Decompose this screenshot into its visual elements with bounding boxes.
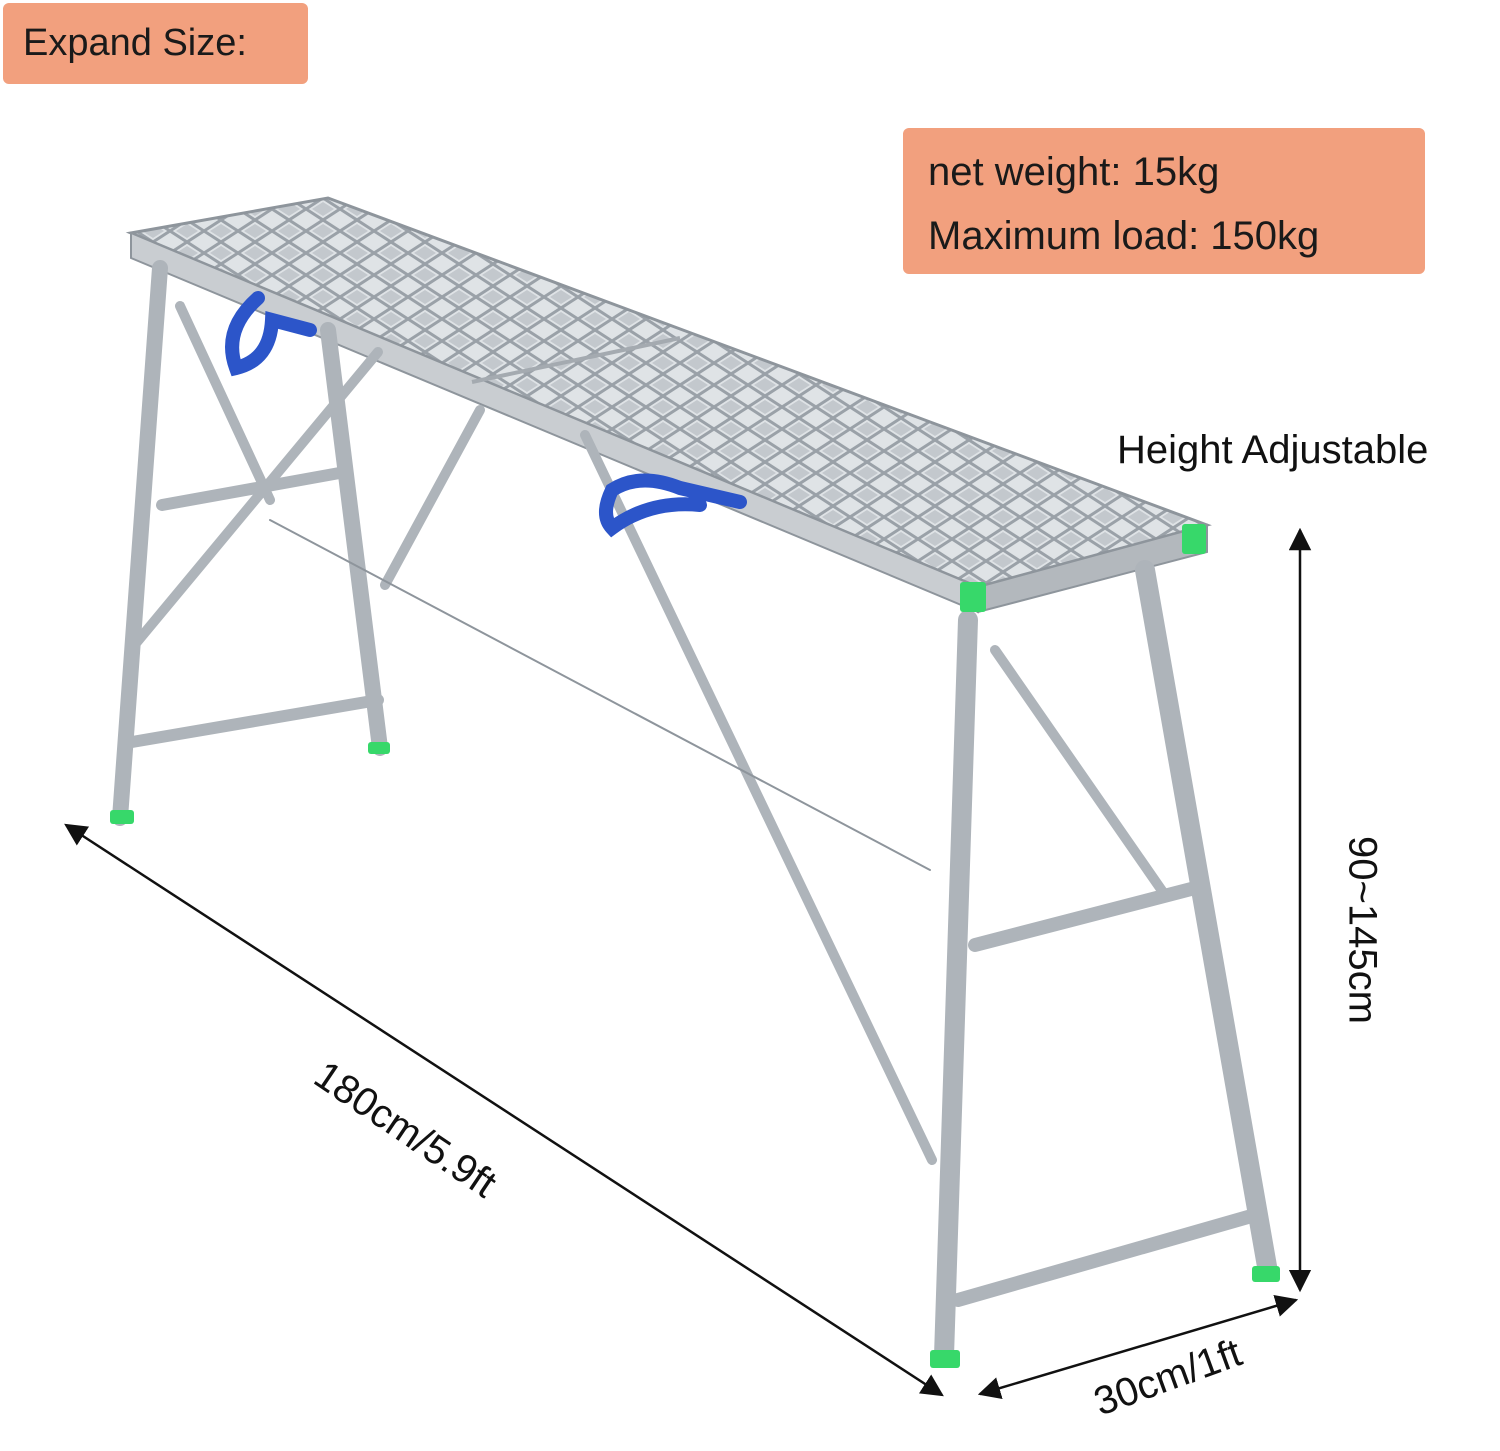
leg-feet: [110, 524, 1280, 1368]
specs-badge: net weight: 15kg Maximum load: 150kg: [903, 128, 1425, 274]
expand-size-badge: Expand Size:: [3, 3, 308, 84]
net-weight-label: net weight: 15kg: [928, 150, 1220, 194]
length-arrow: [64, 823, 944, 1397]
max-load-label: Maximum load: 150kg: [928, 214, 1320, 258]
expand-size-label: Expand Size:: [23, 22, 247, 64]
height-adjustable-label: Height Adjustable: [1117, 428, 1429, 472]
platform-deck: [125, 196, 1212, 614]
width-arrow: [977, 1294, 1299, 1400]
frame-legs: [112, 260, 1278, 1366]
carry-strap: [225, 291, 747, 538]
height-range-label: 90~145cm: [1340, 836, 1385, 1024]
